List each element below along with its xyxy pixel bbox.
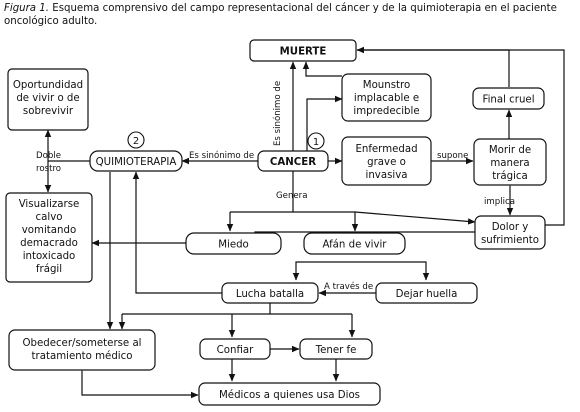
edge-dolor-muerte xyxy=(357,49,565,226)
node-muerte: MUERTE xyxy=(249,39,357,62)
node-final-cruel: Final cruel xyxy=(472,87,545,110)
node-confiar: Confiar xyxy=(199,338,271,360)
edge-obedecer-medicos xyxy=(78,364,199,399)
node-obedecer-line2: tratamiento médico xyxy=(32,350,133,362)
node-visualizarse-line4: demacrado xyxy=(20,238,78,249)
node-monstruo-line1: Mounstro xyxy=(363,80,410,91)
node-obedecer-line1: Obedecer/someterse al xyxy=(22,338,141,349)
node-cancer: CANCER xyxy=(257,150,329,172)
edges xyxy=(44,46,565,399)
nodes: MUERTE CANCER QUIMIOTERAPIA Oportundidad… xyxy=(5,39,547,406)
label-sinonimo-horizontal: Es sinónimo de xyxy=(189,150,254,161)
node-visualizarse-line3: vomitando xyxy=(22,225,76,236)
node-morir-line3: trágica xyxy=(492,170,528,182)
node-dolor-line2: sufrimiento xyxy=(481,235,539,246)
node-monstruo-line2: implacable e xyxy=(354,93,419,104)
node-medicos: Médicos a quienes usa Dios xyxy=(198,382,381,406)
node-visualizarse-line1: Visualizarse xyxy=(19,199,80,210)
caption-label: Figura 1. xyxy=(4,3,50,14)
node-miedo-label: Miedo xyxy=(218,240,249,251)
node-morir-line2: manera xyxy=(490,158,529,169)
node-final-cruel-label: Final cruel xyxy=(482,95,534,106)
node-enfermedad-line3: invasiva xyxy=(366,170,408,181)
node-lucha: Lucha batalla xyxy=(221,282,319,304)
node-muerte-label: MUERTE xyxy=(280,47,327,58)
node-afan-label: Afán de vivir xyxy=(322,239,387,251)
node-visualizarse-line2: calvo xyxy=(36,212,63,223)
node-morir-line1: Morir de xyxy=(489,145,531,156)
label-rostro: rostro xyxy=(36,164,61,174)
node-quimioterapia: QUIMIOTERAPIA xyxy=(89,150,183,172)
label-a-traves: A través de xyxy=(324,281,373,292)
figure-caption: Figura 1. Esquema comprensivo del campo … xyxy=(4,2,576,28)
node-morir: Morir de manera trágica xyxy=(473,138,547,186)
node-oportunidad-line2: de vivir o de xyxy=(16,93,79,104)
marker-one: 1 xyxy=(307,132,325,150)
node-dolor-line1: Dolor y xyxy=(492,222,529,233)
node-confiar-label: Confiar xyxy=(217,345,254,356)
label-genera: Genera xyxy=(276,191,307,201)
node-visualizarse-line6: frágil xyxy=(36,263,62,275)
edge-loop-lucha xyxy=(292,261,360,281)
node-oportunidad-line1: Oportundidad xyxy=(13,80,83,91)
edge-labels: Es sinónimo de Es sinónimo de Doble rost… xyxy=(36,81,515,292)
node-visualizarse: Visualizarse calvo vomitando demacrado i… xyxy=(5,192,93,283)
node-cancer-label: CANCER xyxy=(270,157,316,168)
node-miedo: Miedo xyxy=(185,232,282,255)
node-enfermedad-line2: grave o xyxy=(367,157,406,168)
node-monstruo-line3: impredecible xyxy=(353,106,419,117)
marker-two: 2 xyxy=(127,131,145,149)
node-dejar-huella-label: Dejar huella xyxy=(396,289,458,300)
caption-text: Esquema comprensivo del campo representa… xyxy=(4,3,557,27)
edge-lucha-quimio xyxy=(132,171,222,294)
label-doble: Doble xyxy=(36,151,61,161)
node-tener-fe: Tener fe xyxy=(299,338,373,360)
marker-two-label: 2 xyxy=(133,136,139,147)
node-afan: Afán de vivir xyxy=(303,232,406,255)
label-sinonimo-vertical: Es sinónimo de xyxy=(272,81,283,146)
node-dejar-huella: Dejar huella xyxy=(375,282,478,304)
node-obedecer: Obedecer/someterse al tratamiento médico xyxy=(8,329,156,371)
node-oportunidad: Oportundidad de vivir o de sobrevivir xyxy=(7,68,89,131)
edge-loop-huella xyxy=(360,261,430,281)
node-quimioterapia-label: QUIMIOTERAPIA xyxy=(96,157,177,168)
node-tener-fe-label: Tener fe xyxy=(315,345,357,356)
node-medicos-label: Médicos a quienes usa Dios xyxy=(219,389,360,401)
node-lucha-label: Lucha batalla xyxy=(236,289,304,300)
edge-cancer-monstruo xyxy=(306,95,343,152)
edge-monstruo-muerte xyxy=(302,61,342,77)
node-oportunidad-line3: sobrevivir xyxy=(23,106,74,117)
label-implica: implica xyxy=(484,197,515,207)
node-dolor: Dolor y sufrimiento xyxy=(474,215,546,250)
node-visualizarse-line5: intoxicado xyxy=(23,251,76,262)
node-enfermedad-line1: Enfermedad xyxy=(355,144,417,155)
marker-one-label: 1 xyxy=(313,137,319,148)
markers: 1 2 xyxy=(127,131,325,150)
edge-genera-dolor xyxy=(354,211,476,225)
node-enfermedad: Enfermedad grave o invasiva xyxy=(341,136,432,186)
label-supone: supone xyxy=(437,151,468,161)
node-monstruo: Mounstro implacable e impredecible xyxy=(341,73,432,122)
